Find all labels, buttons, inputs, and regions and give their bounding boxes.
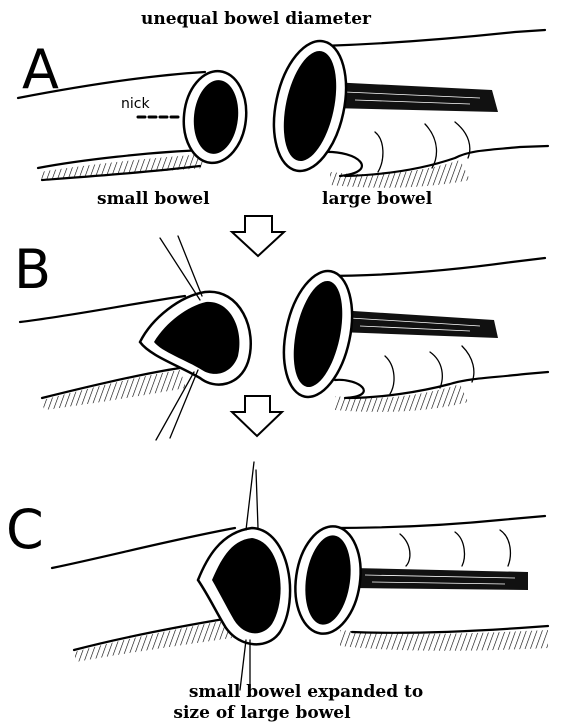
panel-c-small-bowel bbox=[52, 462, 290, 690]
panel-c-letter: C bbox=[6, 498, 44, 561]
panel-b: B bbox=[14, 236, 548, 440]
panel-a: A nick small bowel large bbox=[18, 30, 548, 209]
caption-line-1: small bowel expanded to bbox=[189, 682, 423, 702]
diagram-title: unequal bowel diameter bbox=[141, 9, 372, 29]
panel-c-large-bowel bbox=[289, 516, 548, 651]
panel-b-letter: B bbox=[14, 238, 51, 301]
caption-line-2: size of large bowel bbox=[173, 703, 351, 723]
panel-a-large-bowel bbox=[263, 30, 548, 188]
large-bowel-label: large bowel bbox=[322, 189, 433, 209]
nick-label: nick bbox=[121, 96, 150, 112]
panel-b-large-bowel bbox=[273, 258, 548, 412]
down-arrow-b-to-c bbox=[232, 396, 282, 436]
panel-c: C small bowel expanded to bbox=[6, 462, 548, 723]
small-bowel-label: small bowel bbox=[97, 189, 210, 209]
down-arrow-a-to-b bbox=[232, 216, 284, 256]
panel-b-small-bowel bbox=[20, 236, 251, 440]
